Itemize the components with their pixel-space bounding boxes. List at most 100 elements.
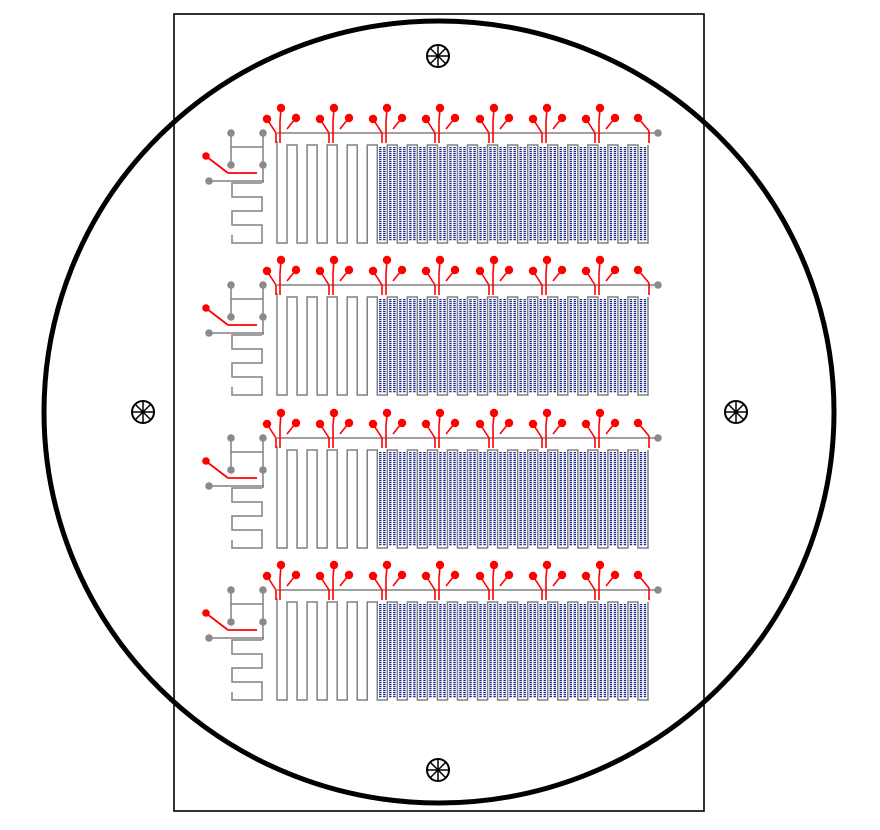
dense-channel: [409, 299, 416, 393]
red-port: [397, 418, 407, 428]
port-group: [315, 408, 354, 448]
port-group: [315, 103, 354, 143]
port-group: [528, 255, 567, 295]
dense-channel: [389, 452, 396, 546]
gray-port: [259, 466, 267, 474]
red-port: [595, 103, 605, 113]
dense-channel: [399, 147, 406, 241]
dense-channel: [419, 299, 426, 393]
dense-channel: [459, 452, 466, 546]
red-port: [329, 560, 339, 570]
left-alignment-mark-icon: [131, 400, 155, 424]
dense-channel: [409, 452, 416, 546]
dense-channel: [469, 604, 476, 698]
gray-port: [259, 161, 267, 169]
dense-channel: [509, 452, 516, 546]
dense-channel: [399, 452, 406, 546]
red-port: [581, 419, 591, 429]
red-port: [344, 570, 354, 580]
dense-channel: [499, 299, 506, 393]
dense-channel: [419, 604, 426, 698]
dense-channel: [559, 604, 566, 698]
port-group: [262, 255, 301, 295]
dense-channel: [619, 147, 627, 241]
red-port: [528, 571, 538, 581]
red-port: [489, 560, 499, 570]
red-port: [504, 265, 514, 275]
red-port: [397, 113, 407, 123]
red-port: [262, 571, 272, 581]
dense-channel: [509, 299, 516, 393]
dense-channel: [449, 299, 456, 393]
channel-blocks: [202, 103, 662, 701]
red-port: [397, 265, 407, 275]
port-group: [475, 560, 514, 600]
red-port: [315, 114, 325, 124]
red-port: [202, 457, 210, 465]
red-port: [202, 609, 210, 617]
main-serpentine-channel: [276, 293, 649, 396]
gray-port: [227, 129, 235, 137]
dense-channel: [549, 299, 556, 393]
gray-port: [654, 586, 662, 594]
red-port: [276, 255, 286, 265]
dense-channel: [429, 299, 436, 393]
dense-channel: [529, 604, 536, 698]
red-port: [435, 103, 445, 113]
dense-channel: [519, 452, 526, 546]
channel-block: [202, 103, 662, 244]
dense-channel: [629, 452, 637, 546]
dense-channel: [389, 604, 396, 698]
mark-spoke: [134, 403, 152, 421]
dense-channel: [419, 147, 426, 241]
dense-channel: [619, 604, 627, 698]
dense-channel: [469, 299, 476, 393]
dense-channel: [639, 147, 647, 241]
red-port: [450, 113, 460, 123]
dense-channel: [629, 147, 637, 241]
dense-channel: [639, 604, 647, 698]
gray-port: [259, 129, 267, 137]
dense-channel: [399, 604, 406, 698]
channel-block: [202, 560, 662, 701]
port-group: [315, 255, 354, 295]
dense-channel: [529, 452, 536, 546]
port-group: [475, 255, 514, 295]
red-port: [633, 570, 643, 580]
red-port: [633, 265, 643, 275]
red-port: [291, 265, 301, 275]
red-port: [276, 103, 286, 113]
red-port: [595, 255, 605, 265]
red-port: [435, 408, 445, 418]
port-group: [368, 408, 407, 448]
red-port: [421, 571, 431, 581]
red-port: [344, 265, 354, 275]
dense-channel: [429, 604, 436, 698]
gray-port: [259, 586, 267, 594]
port-group: [633, 570, 650, 600]
red-port: [368, 266, 378, 276]
red-port: [528, 266, 538, 276]
dense-channel: [389, 299, 396, 393]
red-port: [450, 265, 460, 275]
dense-channel: [479, 299, 486, 393]
red-port: [595, 560, 605, 570]
gray-port: [227, 466, 235, 474]
dense-channel: [509, 147, 516, 241]
dense-channel: [519, 147, 526, 241]
dense-channel: [519, 604, 526, 698]
dense-channel: [439, 147, 446, 241]
port-group: [421, 408, 460, 448]
dense-channel: [459, 604, 466, 698]
dense-channel: [459, 147, 466, 241]
dense-channel: [539, 147, 546, 241]
dense-channel: [569, 604, 577, 698]
red-port: [581, 571, 591, 581]
port-group: [368, 255, 407, 295]
dense-channel: [619, 452, 627, 546]
red-port: [368, 419, 378, 429]
dense-channel: [489, 147, 496, 241]
red-port: [202, 152, 210, 160]
port-group: [421, 103, 460, 143]
port-group: [262, 408, 301, 448]
